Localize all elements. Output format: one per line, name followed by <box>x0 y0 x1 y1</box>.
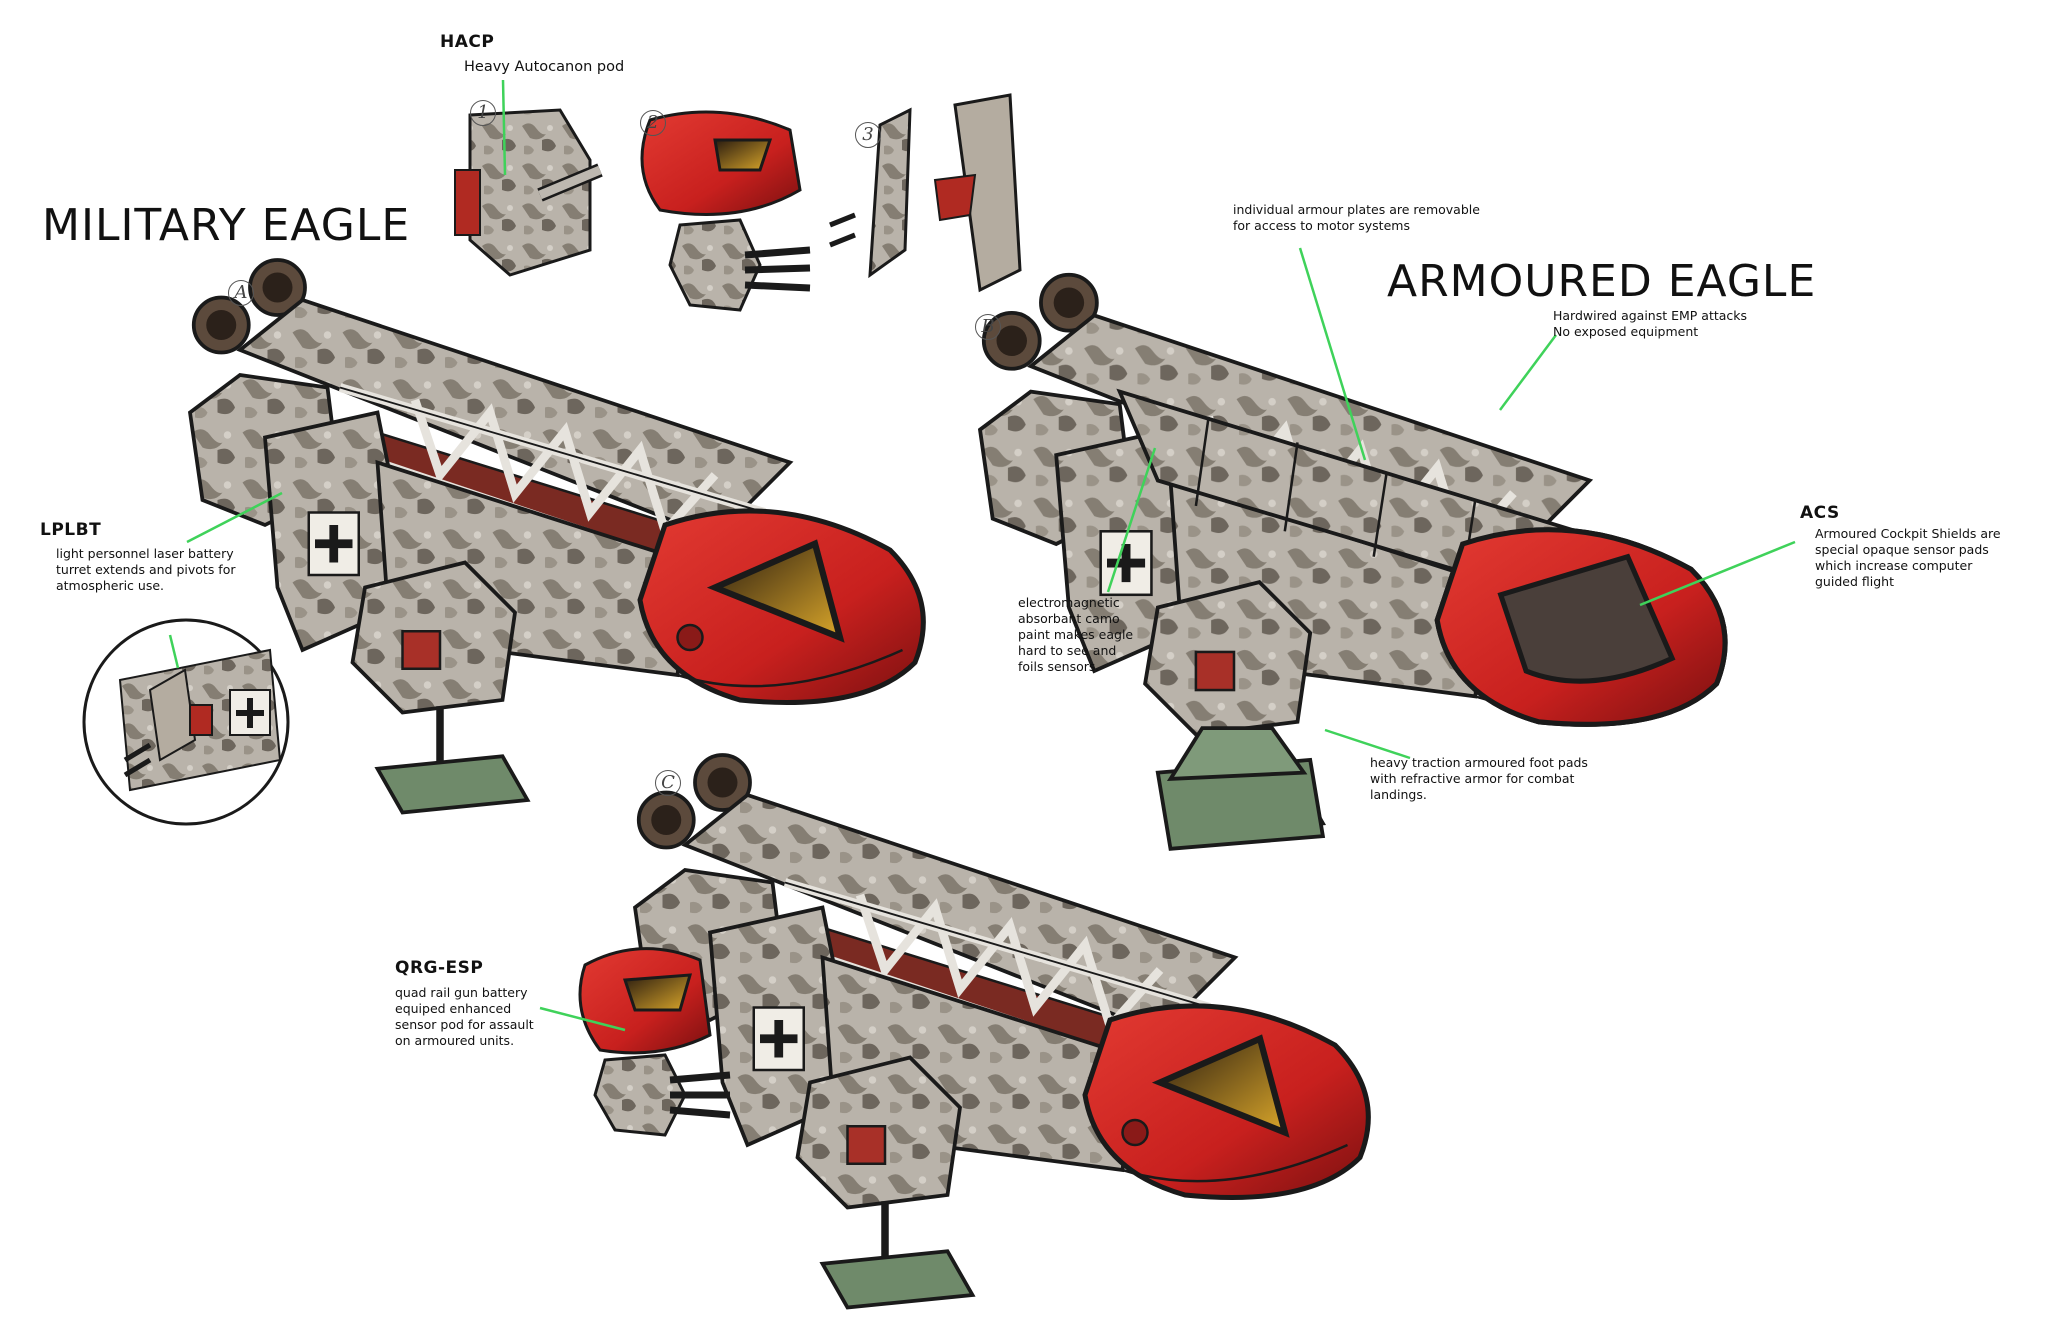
hacp-mark-3: 3 <box>855 122 881 148</box>
qrg-esp-label: QRG-ESP <box>395 958 484 978</box>
hacp-note: Heavy Autocanon pod <box>464 59 625 75</box>
hacp-label: HACP <box>440 32 495 52</box>
callout-lines <box>168 79 1796 1032</box>
hacp-mark-2: 2 <box>640 110 666 136</box>
camo-note: electromagnetic absorbant camo paint mak… <box>1018 595 1134 674</box>
lplbt-label: LPLBT <box>40 520 102 540</box>
lplbt-inset <box>82 618 290 826</box>
variant-mark-b: B <box>975 314 1001 340</box>
armoured-eagle-title: ARMOURED EAGLE <box>1387 256 1817 307</box>
variant-mark-c: C <box>655 770 681 796</box>
qrg-esp-note: quad rail gun battery equiped enhanced s… <box>395 985 534 1048</box>
military-eagle-illustration <box>190 260 923 813</box>
acs-label: ACS <box>1800 503 1840 523</box>
armoured-eagle-illustration <box>980 275 1725 851</box>
variant-mark-a: A <box>228 280 254 306</box>
armour-plates-note: individual armour plates are removable f… <box>1233 202 1480 233</box>
emp-note: Hardwired against EMP attacks No exposed… <box>1553 308 1748 339</box>
hacp-mark-1: 1 <box>470 100 496 126</box>
foot-pads-note: heavy traction armoured foot pads with r… <box>1370 755 1588 802</box>
hacp-sketch-1 <box>454 108 603 277</box>
military-eagle-title: MILITARY EAGLE <box>42 200 411 251</box>
acs-note: Armoured Cockpit Shields are special opa… <box>1815 526 2001 589</box>
hacp-sketch-2 <box>640 110 811 312</box>
hacp-sketch-3 <box>829 93 1022 293</box>
lplbt-note: light personnel laser battery turret ext… <box>56 546 236 593</box>
